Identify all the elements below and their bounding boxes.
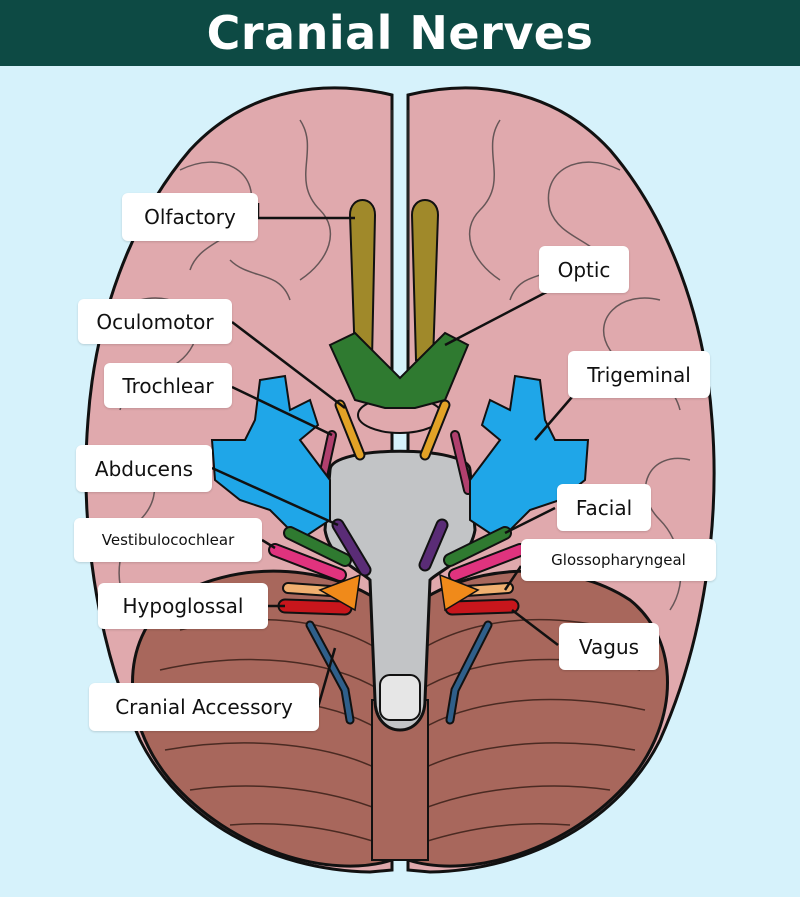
label-glossopharyngeal: Glossopharyngeal bbox=[521, 539, 716, 581]
label-facial: Facial bbox=[557, 484, 651, 531]
label-vagus: Vagus bbox=[559, 623, 659, 670]
lower-nerves-right bbox=[439, 526, 527, 725]
label-cranial-accessory: Cranial Accessory bbox=[89, 683, 319, 731]
lower-nerves-left bbox=[268, 526, 361, 725]
brain-diagram: Olfactory Optic Oculomotor Trochlear Tri… bbox=[0, 66, 800, 892]
label-olfactory: Olfactory bbox=[122, 193, 258, 241]
label-trigeminal: Trigeminal bbox=[568, 351, 710, 398]
page-title: Cranial Nerves bbox=[206, 6, 594, 60]
label-trochlear: Trochlear bbox=[104, 363, 232, 408]
olfactory-bulb-left bbox=[348, 199, 377, 361]
label-hypoglossal: Hypoglossal bbox=[98, 583, 268, 629]
label-vestibulocochlear: Vestibulocochlear bbox=[74, 518, 262, 562]
medulla-section bbox=[379, 674, 421, 721]
leader-lines bbox=[211, 203, 579, 708]
optic-chiasm bbox=[328, 331, 470, 409]
trigeminal-nerve-left bbox=[210, 374, 331, 542]
title-bar: Cranial Nerves bbox=[0, 0, 800, 66]
olfactory-bulb-right bbox=[410, 199, 440, 361]
label-oculomotor: Oculomotor bbox=[78, 299, 232, 344]
label-abducens: Abducens bbox=[76, 445, 212, 492]
label-optic: Optic bbox=[539, 246, 629, 293]
